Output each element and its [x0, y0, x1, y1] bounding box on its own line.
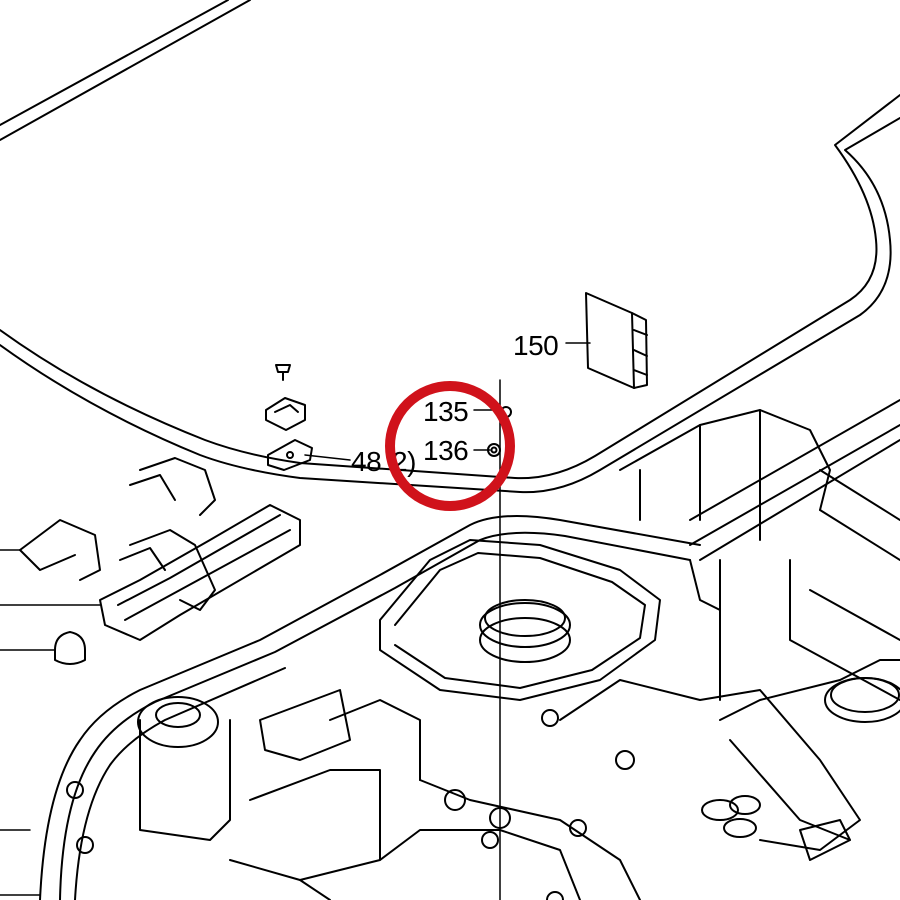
- callout-48: 48: [351, 446, 381, 477]
- leader-lines: [0, 342, 591, 900]
- callout-150: 150: [513, 330, 558, 361]
- highlight-ring: [385, 381, 515, 511]
- small-hardware: [54, 292, 648, 665]
- callout-135: 135: [423, 396, 468, 427]
- callout-136: 136: [423, 435, 468, 466]
- top-cover-outline: [0, 0, 900, 494]
- base-housing: [19, 399, 900, 900]
